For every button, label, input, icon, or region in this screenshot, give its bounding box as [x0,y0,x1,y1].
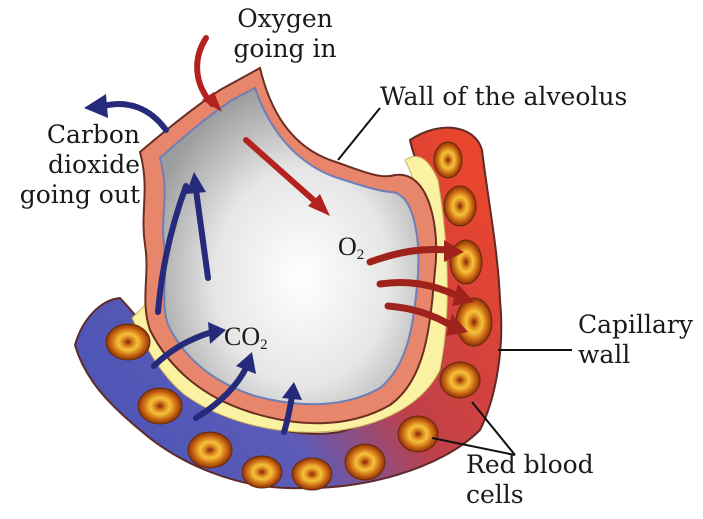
co2-label-subscript: 2 [260,337,268,353]
red-blood-cell [440,362,480,398]
capillary-wall-label-line-2: wall [578,340,693,370]
co2-label: CO2 [224,322,268,354]
alveolus-wall-label: Wall of the alveolus [380,82,627,112]
oxygen-in-arrow [197,38,212,104]
carbon-dioxide-out-label-line-2: dioxide [0,150,140,180]
capillary-wall-label: Capillary wall [578,310,693,370]
oxygen-in-label: Oxygen going in [215,4,355,64]
capillary-wall-label-line-1: Capillary [578,310,693,340]
oxygen-in-label-line-2: going in [215,34,355,64]
o2-label-subscript: 2 [357,247,365,263]
red-blood-cell [456,298,492,346]
red-blood-cell [138,388,182,424]
red-blood-cell [292,458,332,490]
red-blood-cell [106,324,150,360]
red-blood-cells-label: Red blood cells [466,450,594,510]
alveolus-wall-pointer [338,108,380,160]
co2-out-arrowhead [84,94,108,118]
red-blood-cell [398,416,438,452]
oxygen-in-label-line-1: Oxygen [215,4,355,34]
carbon-dioxide-out-label-line-3: going out [0,180,140,210]
red-blood-cell [242,456,282,488]
red-blood-cell [345,444,385,480]
red-blood-cells-label-line-1: Red blood [466,450,594,480]
co2-label-base: CO [224,322,260,351]
red-blood-cell [444,186,476,226]
carbon-dioxide-out-label-line-1: Carbon [0,120,140,150]
o2-label-base: O [338,232,357,261]
o2-label: O2 [338,232,364,264]
red-blood-cell [188,432,232,468]
red-blood-cell [434,142,462,178]
red-blood-cells-label-line-2: cells [466,480,594,510]
carbon-dioxide-out-label: Carbon dioxide going out [0,120,140,210]
